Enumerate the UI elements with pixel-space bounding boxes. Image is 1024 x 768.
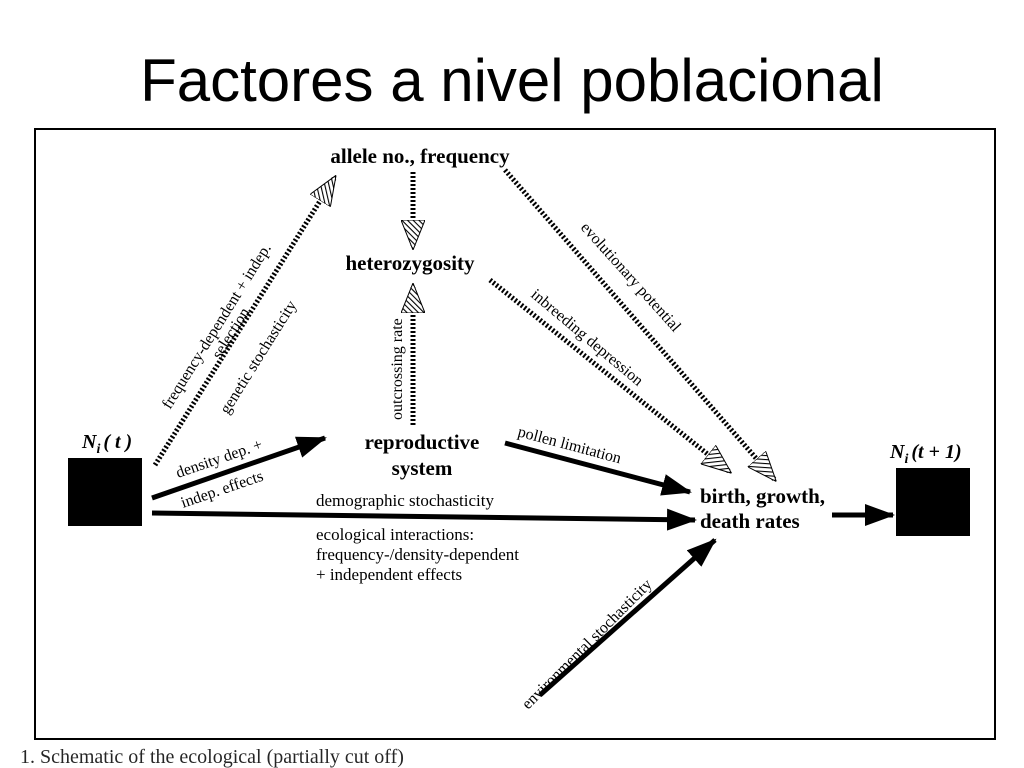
arrow-demographic-stochasticity xyxy=(151,508,697,531)
arrow-density-dependence xyxy=(151,435,327,501)
arrow-pollen-limitation xyxy=(504,440,692,496)
population-label-t1: Ni(t + 1) xyxy=(889,441,962,467)
node-allele-frequency: allele no., frequency xyxy=(330,144,510,168)
node-rates-line1: birth, growth, xyxy=(700,484,825,508)
label-ecological-line3: + independent effects xyxy=(316,565,462,584)
solid-arrows xyxy=(151,435,895,697)
label-freq-dep-line1: frequency-dependent + indep. xyxy=(159,241,275,413)
arrow-freq-dep-selection xyxy=(152,177,335,467)
slide-title: Factores a nivel poblacional xyxy=(140,47,884,114)
label-evolutionary-potential: evolutionary potential xyxy=(577,219,684,335)
label-outcrossing-rate: outcrossing rate xyxy=(389,318,406,420)
arrow-evolutionary-potential xyxy=(503,168,775,480)
label-ecological-line2: frequency-/density-dependent xyxy=(316,545,519,564)
diagram-frame xyxy=(34,128,996,740)
arrow-environmental-stochasticity xyxy=(538,538,717,697)
label-demographic-stochasticity: demographic stochasticity xyxy=(316,491,494,510)
label-ecological-line1: ecological interactions: xyxy=(316,525,474,544)
hatched-arrows xyxy=(152,168,775,480)
population-box-t xyxy=(68,458,142,526)
node-reproductive-system-line1: reproductive xyxy=(365,430,480,454)
node-heterozygosity: heterozygosity xyxy=(345,251,475,275)
figure-caption: 1. Schematic of the ecological (partiall… xyxy=(20,746,404,768)
node-rates-line2: death rates xyxy=(700,509,800,533)
arrow-inbreeding-depression xyxy=(488,278,730,472)
population-label-t: Ni( t ) xyxy=(81,431,132,457)
node-reproductive-system-line2: system xyxy=(392,456,453,480)
label-inbreeding-depression: inbreeding depression xyxy=(527,286,646,390)
label-environmental-stochasticity: environmental stochasticity xyxy=(519,576,656,713)
population-box-t1 xyxy=(896,468,970,536)
